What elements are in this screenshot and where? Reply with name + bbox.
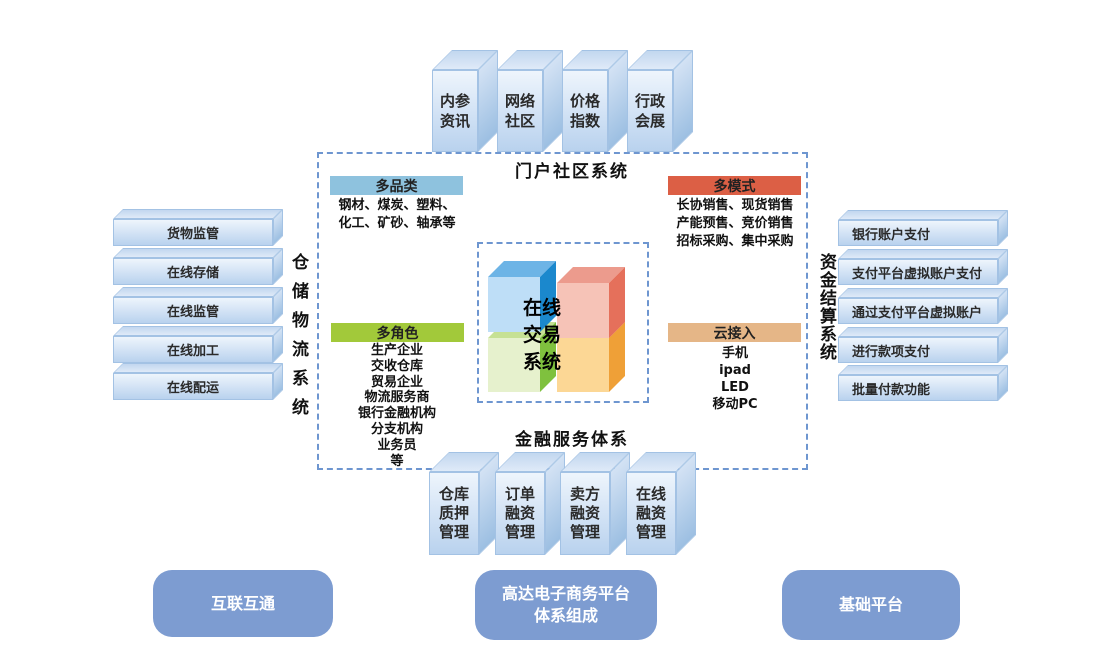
box-side-face [676, 452, 696, 555]
warehouse-box-cargo-supervision: 货物监管 [113, 209, 283, 246]
footer-pill-interconnect: 互联互通 [153, 570, 333, 637]
portal-box-internal-info: 内参 资讯 [432, 50, 498, 152]
portal-box-admin-expo: 行政 会展 [627, 50, 693, 152]
finance-box-label: 仓库 质押 管理 [438, 485, 469, 541]
box-top-face [838, 249, 1008, 259]
panel-categories-header: 多品类 [330, 176, 463, 195]
panel-modes-header: 多模式 [668, 176, 801, 195]
box-side-face [478, 50, 498, 152]
box-top-face [113, 209, 283, 219]
finance-box-online-financing: 在线 融资 管理 [626, 452, 696, 555]
portal-system-title: 门户社区系统 [515, 162, 629, 182]
portal-box-label: 行政 会展 [634, 92, 665, 130]
warehouse-system-title: 仓储物流系统 [288, 253, 308, 427]
portal-box-label: 价格 指数 [569, 92, 600, 130]
settlement-box-via-virtual-account: 通过支付平台虚拟账户 [838, 288, 1008, 324]
portal-box-label: 内参 资讯 [439, 92, 470, 130]
box-top-face [838, 288, 1008, 298]
cube-orange [557, 322, 625, 392]
warehouse-box-label: 在线监管 [166, 305, 219, 320]
box-side-face [673, 50, 693, 152]
settlement-box-label: 银行账户支付 [852, 227, 931, 243]
portal-box-price-index: 价格 指数 [562, 50, 628, 152]
settlement-box-label: 批量付款功能 [852, 382, 931, 398]
box-top-face [113, 363, 283, 373]
finance-box-label: 卖方 融资 管理 [569, 485, 600, 541]
warehouse-box-online-delivery: 在线配运 [113, 363, 283, 400]
center-dashed-frame [477, 242, 649, 403]
portal-box-label: 网络 社区 [504, 92, 535, 130]
center-system-label: 在线 交易 系统 [522, 297, 561, 373]
panel-modes-body: 长协销售、现货销售 产能预售、竞价销售 招标采购、集中采购 [676, 198, 794, 249]
finance-box-label: 在线 融资 管理 [635, 485, 666, 541]
finance-box-label: 订单 融资 管理 [504, 485, 535, 541]
settlement-system-title: 资金结算系统 [816, 253, 836, 361]
footer-pill-base-platform: 基础平台 [782, 570, 960, 640]
finance-box-warehouse-pledge: 仓库 质押 管理 [429, 452, 499, 555]
warehouse-box-online-storage: 在线存储 [113, 248, 283, 285]
footer-pill-platform-title: 高达电子商务平台 体系组成 [475, 570, 657, 640]
finance-system-title: 金融服务体系 [515, 430, 629, 450]
settlement-box-label: 进行款项支付 [852, 344, 931, 360]
box-top-face [113, 326, 283, 336]
panel-categories-body: 钢材、煤炭、塑料、 化工、矿砂、轴承等 [338, 198, 456, 231]
panel-cloud-body: 手机 ipad LED 移动PC [712, 346, 758, 412]
box-top-face [838, 365, 1008, 375]
cube-green [488, 322, 556, 392]
warehouse-box-online-supervision: 在线监管 [113, 287, 283, 324]
finance-box-seller-financing: 卖方 融资 管理 [560, 452, 630, 555]
box-top-face [113, 248, 283, 258]
box-side-face [543, 50, 563, 152]
cube-red [557, 267, 625, 338]
warehouse-box-label: 货物监管 [166, 227, 219, 242]
settlement-box-batch-payment: 批量付款功能 [838, 365, 1008, 401]
panel-cloud-header: 云接入 [668, 323, 801, 342]
warehouse-box-label: 在线加工 [166, 344, 219, 359]
warehouse-box-label: 在线配运 [166, 381, 219, 396]
box-top-face [113, 287, 283, 297]
panel-roles-header: 多角色 [331, 323, 464, 342]
warehouse-box-label: 在线存储 [166, 266, 219, 281]
settlement-box-make-payment: 进行款项支付 [838, 327, 1008, 363]
settlement-box-platform-virtual-account: 支付平台虚拟账户支付 [838, 249, 1008, 285]
box-top-face [838, 210, 1008, 220]
settlement-box-bank-account: 银行账户支付 [838, 210, 1008, 246]
portal-box-network-community: 网络 社区 [497, 50, 563, 152]
panel-roles-body: 生产企业 交收仓库 贸易企业 物流服务商 银行金融机构 分支机构 业务员 等 [357, 343, 436, 469]
finance-box-order-financing: 订单 融资 管理 [495, 452, 565, 555]
cube-blue [488, 261, 556, 332]
box-side-face [608, 50, 628, 152]
settlement-box-label: 支付平台虚拟账户支付 [852, 266, 983, 282]
warehouse-box-online-processing: 在线加工 [113, 326, 283, 363]
box-top-face [838, 327, 1008, 337]
settlement-box-label: 通过支付平台虚拟账户 [852, 305, 983, 321]
